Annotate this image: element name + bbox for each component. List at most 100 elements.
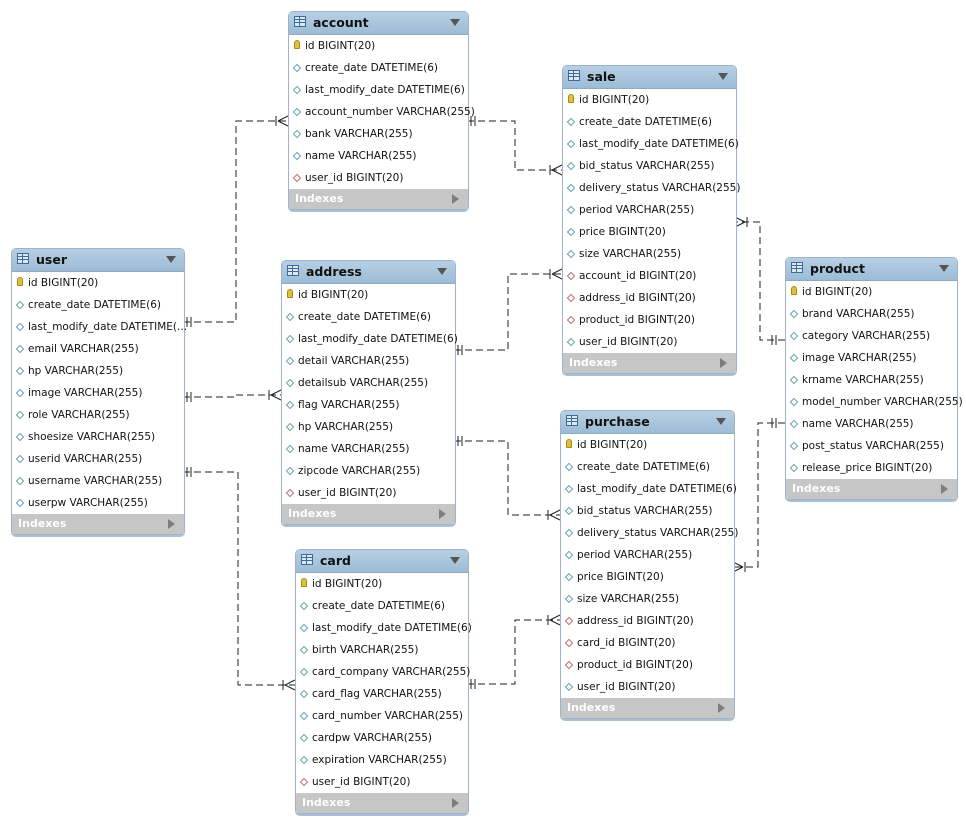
collapse-arrow-icon[interactable] [166, 256, 176, 263]
column-row[interactable]: account_number VARCHAR(255) [289, 101, 475, 123]
column-row[interactable]: id BIGINT(20) [289, 35, 468, 57]
column-row[interactable]: userid VARCHAR(255) [12, 448, 184, 470]
indexes-footer[interactable]: Indexes [12, 514, 184, 534]
expand-arrow-icon[interactable] [718, 703, 725, 713]
expand-arrow-icon[interactable] [439, 509, 446, 519]
table-header[interactable]: product [786, 258, 957, 281]
table-header[interactable]: user [12, 249, 184, 272]
column-row[interactable]: model_number VARCHAR(255) [786, 391, 963, 413]
column-row[interactable]: bid_status VARCHAR(255) [561, 500, 734, 522]
column-row[interactable]: role VARCHAR(255) [12, 404, 184, 426]
column-row[interactable]: brand VARCHAR(255) [786, 303, 957, 325]
indexes-footer[interactable]: Indexes [282, 504, 455, 524]
expand-arrow-icon[interactable] [452, 194, 459, 204]
column-row[interactable]: email VARCHAR(255) [12, 338, 184, 360]
column-row[interactable]: name VARCHAR(255) [282, 438, 455, 460]
column-row[interactable]: post_status VARCHAR(255) [786, 435, 957, 457]
collapse-arrow-icon[interactable] [718, 73, 728, 80]
column-row[interactable]: card_company VARCHAR(255) [296, 661, 470, 683]
column-row[interactable]: card_id BIGINT(20) [561, 632, 734, 654]
collapse-arrow-icon[interactable] [716, 418, 726, 425]
column-row[interactable]: category VARCHAR(255) [786, 325, 957, 347]
column-row[interactable]: create_date DATETIME(6) [282, 306, 455, 328]
column-row[interactable]: card_flag VARCHAR(255) [296, 683, 468, 705]
column-row[interactable]: delivery_status VARCHAR(255) [563, 177, 740, 199]
column-row[interactable]: period VARCHAR(255) [561, 544, 734, 566]
column-row[interactable]: period VARCHAR(255) [563, 199, 736, 221]
column-row[interactable]: last_modify_date DATETIME(6) [282, 328, 458, 350]
column-row[interactable]: id BIGINT(20) [282, 284, 455, 306]
column-row[interactable]: last_modify_date DATETIME(6) [296, 617, 472, 639]
column-row[interactable]: product_id BIGINT(20) [563, 309, 736, 331]
column-row[interactable]: create_date DATETIME(6) [563, 111, 736, 133]
column-row[interactable]: user_id BIGINT(20) [563, 331, 736, 353]
column-row[interactable]: bid_status VARCHAR(255) [563, 155, 736, 177]
column-row[interactable]: detail VARCHAR(255) [282, 350, 455, 372]
column-row[interactable]: size VARCHAR(255) [563, 243, 736, 265]
column-row[interactable]: id BIGINT(20) [561, 434, 734, 456]
column-row[interactable]: user_id BIGINT(20) [289, 167, 468, 189]
table-header[interactable]: purchase [561, 411, 734, 434]
column-row[interactable]: name VARCHAR(255) [786, 413, 957, 435]
column-row[interactable]: zipcode VARCHAR(255) [282, 460, 455, 482]
column-row[interactable]: bank VARCHAR(255) [289, 123, 468, 145]
column-row[interactable]: hp VARCHAR(255) [12, 360, 184, 382]
column-row[interactable]: birth VARCHAR(255) [296, 639, 468, 661]
column-row[interactable]: name VARCHAR(255) [289, 145, 468, 167]
column-row[interactable]: create_date DATETIME(6) [296, 595, 468, 617]
column-row[interactable]: id BIGINT(20) [786, 281, 957, 303]
column-row[interactable]: detailsub VARCHAR(255) [282, 372, 455, 394]
expand-arrow-icon[interactable] [941, 484, 948, 494]
indexes-footer[interactable]: Indexes [563, 353, 736, 373]
column-row[interactable]: id BIGINT(20) [563, 89, 736, 111]
column-row[interactable]: delivery_status VARCHAR(255) [561, 522, 738, 544]
column-row[interactable]: last_modify_date DATETIME(6) [563, 133, 739, 155]
column-row[interactable]: last_modify_date DATETIME(... [12, 316, 187, 338]
column-row[interactable]: krname VARCHAR(255) [786, 369, 957, 391]
column-row[interactable]: hp VARCHAR(255) [282, 416, 455, 438]
collapse-arrow-icon[interactable] [939, 265, 949, 272]
table-header[interactable]: address [282, 261, 455, 284]
expand-arrow-icon[interactable] [452, 798, 459, 808]
table-header[interactable]: sale [563, 66, 736, 89]
column-row[interactable]: flag VARCHAR(255) [282, 394, 455, 416]
indexes-footer[interactable]: Indexes [561, 698, 734, 718]
column-row[interactable]: create_date DATETIME(6) [289, 57, 468, 79]
column-row[interactable]: address_id BIGINT(20) [563, 287, 736, 309]
indexes-footer[interactable]: Indexes [296, 793, 468, 813]
column-row[interactable]: image VARCHAR(255) [12, 382, 184, 404]
column-row[interactable]: image VARCHAR(255) [786, 347, 957, 369]
column-row[interactable]: price BIGINT(20) [561, 566, 734, 588]
column-row[interactable]: last_modify_date DATETIME(6) [289, 79, 468, 101]
column-row[interactable]: username VARCHAR(255) [12, 470, 184, 492]
column-row[interactable]: card_number VARCHAR(255) [296, 705, 468, 727]
column-row[interactable]: id BIGINT(20) [12, 272, 184, 294]
column-row[interactable]: user_id BIGINT(20) [296, 771, 468, 793]
column-row[interactable]: size VARCHAR(255) [561, 588, 734, 610]
column-row[interactable]: user_id BIGINT(20) [561, 676, 734, 698]
indexes-footer[interactable]: Indexes [289, 189, 468, 209]
column-row[interactable]: id BIGINT(20) [296, 573, 468, 595]
column-row[interactable]: create_date DATETIME(6) [561, 456, 734, 478]
table-header[interactable]: card [296, 550, 468, 573]
column-row[interactable]: product_id BIGINT(20) [561, 654, 734, 676]
column-row[interactable]: user_id BIGINT(20) [282, 482, 455, 504]
column-row[interactable]: price BIGINT(20) [563, 221, 736, 243]
column-row[interactable]: expiration VARCHAR(255) [296, 749, 468, 771]
collapse-arrow-icon[interactable] [450, 19, 460, 26]
column-row[interactable]: create_date DATETIME(6) [12, 294, 184, 316]
expand-arrow-icon[interactable] [168, 519, 175, 529]
column-row[interactable]: account_id BIGINT(20) [563, 265, 736, 287]
collapse-arrow-icon[interactable] [450, 557, 460, 564]
column-row[interactable]: shoesize VARCHAR(255) [12, 426, 184, 448]
table-header[interactable]: account [289, 12, 468, 35]
collapse-arrow-icon[interactable] [437, 268, 447, 275]
column-row[interactable]: address_id BIGINT(20) [561, 610, 734, 632]
